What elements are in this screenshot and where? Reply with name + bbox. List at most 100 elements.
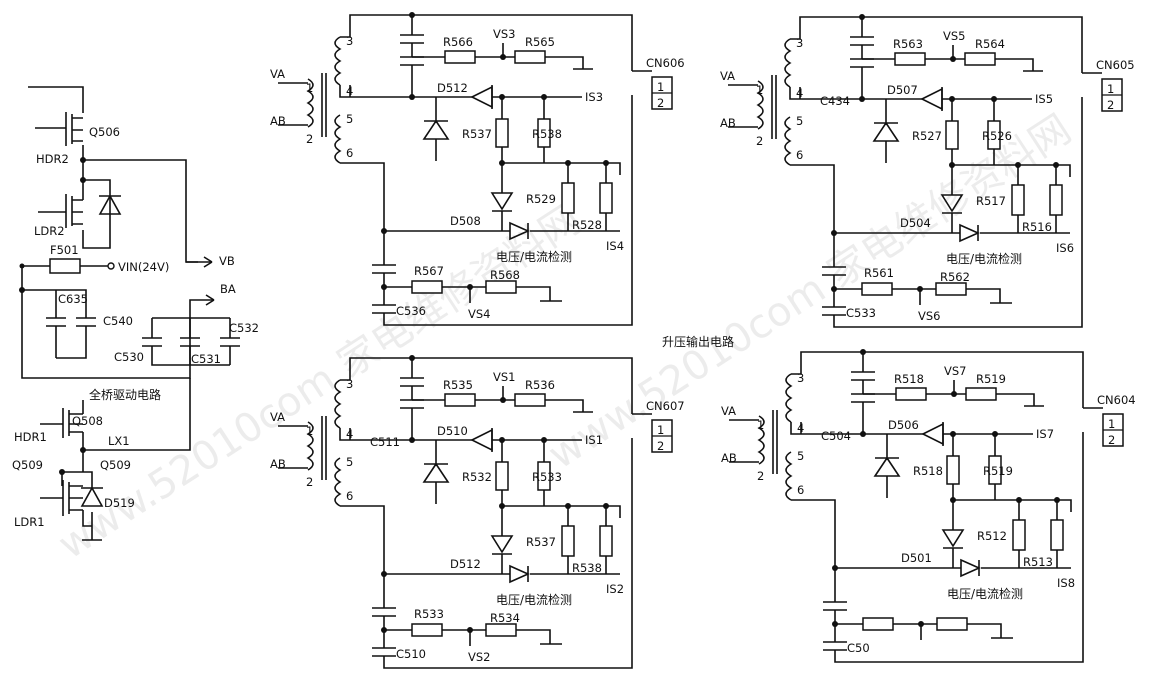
rm1-resistor [945, 120, 959, 150]
cn-pin-2: 2 [1107, 98, 1114, 112]
pin-5-label: 5 [346, 455, 353, 469]
rd1-resistor [561, 525, 575, 557]
hdr2-label: HDR2 [36, 152, 69, 166]
lx1-label: LX1 [108, 434, 130, 448]
rt2-label: R565 [525, 35, 555, 49]
rb2-resistor [936, 617, 968, 631]
rb2-resistor [485, 623, 517, 637]
rd2-resistor [599, 182, 613, 214]
dd-label: D512 [450, 557, 481, 571]
rd2-label: R538 [572, 561, 602, 575]
rm2-label: R538 [532, 127, 562, 141]
rb2-resistor [485, 280, 517, 294]
pin-1-label: 1 [306, 424, 313, 438]
dd-label: D504 [900, 216, 931, 230]
rm1-resistor [495, 118, 509, 148]
va-label: VA [270, 67, 285, 81]
vst-label: VS3 [493, 27, 515, 41]
rd1-resistor [561, 182, 575, 214]
c540-label: C540 [103, 314, 133, 328]
vst-label: VS7 [944, 364, 966, 378]
ab-label: AB [270, 114, 286, 128]
rb1-label: R561 [864, 266, 894, 280]
ct-label: C511 [370, 435, 400, 449]
pin-6-label: 6 [796, 148, 803, 162]
rt2-resistor [514, 393, 546, 407]
rm1-label: R532 [462, 470, 492, 484]
c531-label: C531 [191, 352, 221, 366]
pin-1-label: 1 [757, 418, 764, 432]
rd2-resistor [1050, 519, 1064, 551]
rb1-label: R567 [414, 264, 444, 278]
dm-label: D506 [888, 418, 919, 432]
rd2-label: R513 [1023, 555, 1053, 569]
rt1-resistor [444, 393, 476, 407]
is-a-label: IS1 [585, 433, 603, 447]
cn-label: CN606 [646, 56, 685, 70]
pin-1-label: 1 [306, 81, 313, 95]
cn-pin-1: 1 [657, 423, 664, 437]
cn-pin-2: 2 [657, 96, 664, 110]
detect-caption: 电压/电流检测 [496, 249, 572, 264]
rb2-resistor [935, 282, 967, 296]
watermark-text: www.52010com 家电维修资料网 [540, 106, 1079, 478]
full-bridge-caption: 全桥驱动电路 [89, 387, 161, 402]
rb2-label: R562 [940, 270, 970, 284]
dd-label: D501 [901, 551, 932, 565]
pin-2-label: 2 [306, 132, 313, 146]
watermark: www.52010com 家电维修资料网 www.52010com 家电维修资料… [50, 106, 1079, 568]
boost-output-caption: 升压输出电路 [662, 334, 734, 349]
detect-caption: 电压/电流检测 [946, 251, 1022, 266]
rd1-label: R512 [977, 529, 1007, 543]
cb-label: C50 [847, 641, 870, 655]
dm-label: D512 [437, 81, 468, 95]
ldr2-label: LDR2 [34, 224, 65, 238]
q509-label-2: Q509 [12, 458, 43, 472]
vb-label: VB [219, 254, 235, 268]
rt1-label: R566 [443, 35, 473, 49]
q506-label: Q506 [89, 125, 120, 139]
rm2-label: R519 [983, 464, 1013, 478]
dd-label: D508 [450, 214, 481, 228]
pin-3-label: 3 [796, 36, 803, 50]
c530-label: C530 [114, 350, 144, 364]
pin-6-label: 6 [797, 483, 804, 497]
rm2-label: R533 [532, 470, 562, 484]
c532-label: C532 [229, 321, 259, 335]
full-bridge-driver: Q506 HDR2 LDR2 F501 VIN(24V) VB BA C635 … [12, 86, 259, 541]
is-b-label: IS8 [1057, 576, 1075, 590]
rt2-resistor [965, 387, 997, 401]
vsb-label: VS6 [918, 309, 940, 323]
rm1-label: R537 [462, 127, 492, 141]
rm1-label: R518 [913, 464, 943, 478]
rb1-label: R533 [414, 607, 444, 621]
rm2-resistor [987, 120, 1001, 150]
is-b-label: IS6 [1056, 241, 1074, 255]
cn-label: CN604 [1097, 393, 1136, 407]
vsb-label: VS2 [468, 650, 490, 664]
rm1-resistor [946, 455, 960, 485]
is-a-label: IS3 [585, 90, 603, 104]
va-label: VA [721, 404, 736, 418]
rm2-resistor [988, 455, 1002, 485]
pin-2-label: 2 [757, 469, 764, 483]
cb-label: C536 [396, 304, 426, 318]
cn-pin-1: 1 [1107, 82, 1114, 96]
is-b-label: IS2 [606, 582, 624, 596]
ct-label: C434 [820, 94, 850, 108]
rd1-label: R517 [976, 194, 1006, 208]
vsb-label: VS4 [468, 307, 490, 321]
dm-label: D507 [887, 83, 918, 97]
cn-pin-2: 2 [657, 439, 664, 453]
rt1-resistor [894, 52, 926, 66]
pin-1-label: 1 [756, 83, 763, 97]
cn-pin-1: 1 [1108, 417, 1115, 431]
ct-label: C504 [821, 429, 851, 443]
pin-6-label: 6 [346, 146, 353, 160]
vst-label: VS1 [493, 370, 515, 384]
va-label: VA [720, 69, 735, 83]
pin-5-label: 5 [346, 112, 353, 126]
ab-label: AB [270, 457, 286, 471]
